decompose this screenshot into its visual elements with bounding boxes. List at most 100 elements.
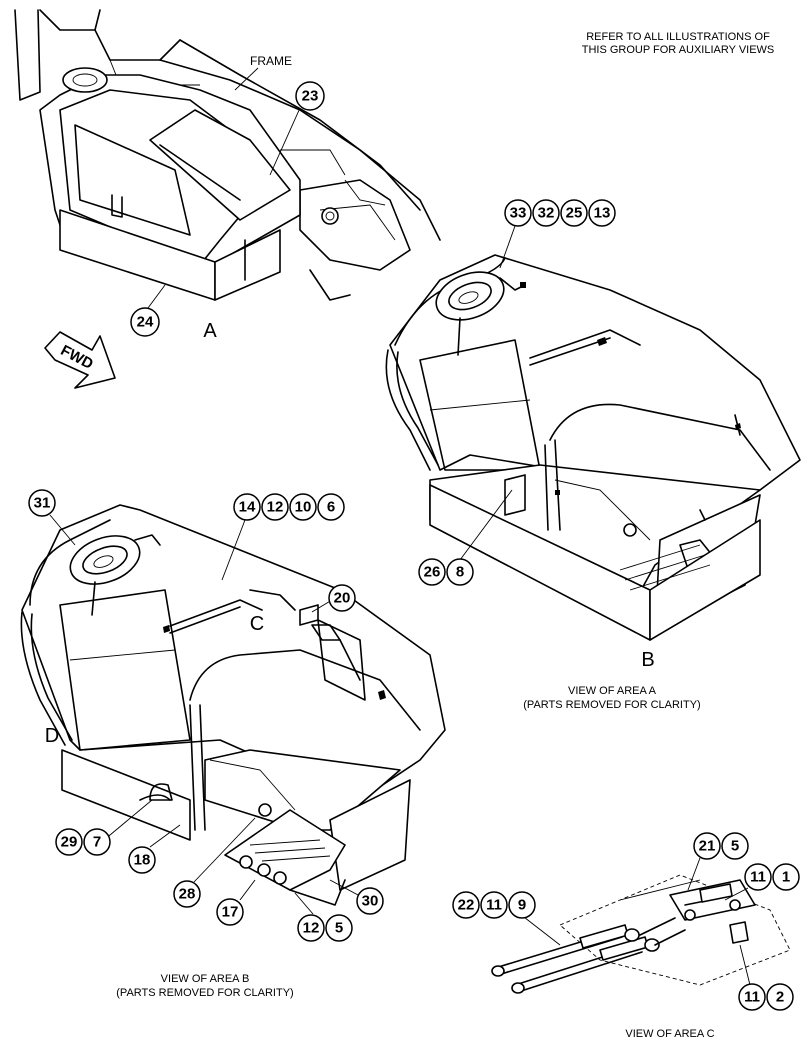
leader-14	[221, 519, 246, 581]
area-a-caption-line1: VIEW OF AREA A	[568, 685, 657, 697]
svg-text:29: 29	[61, 834, 78, 851]
frame-leader	[234, 67, 259, 91]
area-c-caption-line1: VIEW OF AREA C	[625, 1028, 714, 1040]
callout-13: 13	[588, 199, 616, 227]
svg-text:12: 12	[303, 920, 320, 937]
svg-text:11: 11	[744, 989, 760, 1006]
callout-33: 33	[504, 199, 532, 227]
view-letter-a: A	[203, 320, 217, 342]
header-note-line2: THIS GROUP FOR AUXILIARY VIEWS	[582, 44, 775, 56]
svg-text:17: 17	[222, 904, 239, 921]
callout-7: 7	[83, 828, 111, 856]
callout-14: 14	[233, 493, 261, 521]
leader-24	[147, 284, 166, 309]
callout-5b: 5	[325, 914, 353, 942]
svg-text:23: 23	[302, 88, 319, 105]
svg-text:32: 32	[538, 205, 555, 222]
svg-text:30: 30	[362, 893, 379, 910]
callout-28: 28	[173, 880, 201, 908]
svg-text:25: 25	[566, 205, 583, 222]
area-b-caption-line1: VIEW OF AREA B	[161, 973, 250, 985]
svg-text:8: 8	[456, 564, 464, 581]
callout-5: 5	[721, 832, 749, 860]
callout-11a: 11	[744, 863, 772, 891]
leader-23	[269, 107, 301, 176]
callout-23: 23	[295, 81, 325, 111]
callout-31: 31	[28, 489, 56, 517]
callout-11b: 11	[480, 891, 508, 919]
frame-label: FRAME	[250, 54, 292, 68]
svg-text:24: 24	[137, 314, 154, 331]
svg-text:6: 6	[327, 499, 335, 516]
callout-30: 30	[356, 887, 384, 915]
callout-18: 18	[128, 846, 156, 874]
svg-text:9: 9	[518, 897, 526, 914]
svg-text:10: 10	[295, 499, 312, 516]
callout-9: 9	[508, 891, 536, 919]
main-view: FRAME FWD A 23 24	[14, 9, 441, 389]
svg-text:13: 13	[594, 205, 611, 222]
svg-text:31: 31	[34, 495, 51, 512]
svg-text:20: 20	[334, 590, 351, 607]
area-a-caption-line2: (PARTS REMOVED FOR CLARITY)	[523, 699, 700, 711]
callout-12b: 12	[297, 914, 325, 942]
svg-text:2: 2	[776, 989, 784, 1006]
callout-21: 21	[693, 832, 721, 860]
callout-22: 22	[452, 891, 480, 919]
leader-18	[149, 824, 181, 848]
callout-29: 29	[55, 828, 83, 856]
svg-text:11: 11	[750, 869, 766, 886]
callout-6: 6	[317, 493, 345, 521]
callout-17: 17	[216, 898, 244, 926]
leader-33	[499, 225, 516, 269]
leader-21-5	[687, 857, 701, 891]
svg-text:5: 5	[731, 838, 739, 855]
svg-text:7: 7	[93, 834, 101, 851]
callout-11c: 11	[738, 983, 766, 1011]
svg-text:26: 26	[424, 564, 441, 581]
leader-17	[239, 879, 256, 901]
callout-2: 2	[766, 983, 794, 1011]
view-letter-b: B	[641, 649, 654, 671]
area-c-view: 21 5 11 1 22 11 9 11	[452, 832, 800, 1040]
leader-11-2	[739, 944, 751, 986]
callout-12: 12	[261, 493, 289, 521]
view-letter-c: C	[250, 613, 264, 635]
console-box	[39, 67, 301, 301]
leader-26-8	[459, 489, 513, 561]
leader-11-1	[724, 887, 749, 901]
callout-32: 32	[532, 199, 560, 227]
leader-29-7	[103, 799, 153, 841]
callout-8: 8	[446, 558, 474, 586]
area-a-view: B 33 32 25 13 26 8 VIEW OF AREA A	[385, 199, 801, 711]
callout-10: 10	[289, 493, 317, 521]
svg-text:18: 18	[134, 852, 151, 869]
leader-28	[193, 817, 256, 883]
leader-12-5	[294, 892, 314, 915]
leader-30	[329, 879, 359, 896]
svg-text:14: 14	[239, 499, 256, 516]
callout-26: 26	[418, 558, 446, 586]
fwd-arrow: FWD	[44, 331, 116, 389]
svg-text:1: 1	[782, 869, 790, 886]
header-note-line1: REFER TO ALL ILLUSTRATIONS OF	[586, 31, 770, 43]
svg-text:33: 33	[510, 205, 527, 222]
view-letter-d: D	[45, 725, 59, 747]
area-b-view: C D 31 14 12 10 6 20	[20, 489, 446, 999]
header-note: REFER TO ALL ILLUSTRATIONS OF THIS GROUP…	[582, 31, 775, 56]
svg-text:21: 21	[699, 838, 716, 855]
leader-22-11-9	[519, 913, 561, 946]
svg-text:22: 22	[458, 897, 475, 914]
svg-text:5: 5	[335, 920, 343, 937]
callout-25: 25	[560, 199, 588, 227]
svg-text:11: 11	[486, 897, 502, 914]
svg-text:12: 12	[267, 499, 284, 516]
leader-31	[49, 514, 76, 546]
leader-20	[311, 599, 333, 613]
callout-24: 24	[130, 307, 160, 337]
svg-text:28: 28	[179, 886, 196, 903]
callout-20: 20	[328, 584, 356, 612]
callout-1: 1	[772, 863, 800, 891]
area-b-caption-line2: (PARTS REMOVED FOR CLARITY)	[116, 987, 293, 999]
